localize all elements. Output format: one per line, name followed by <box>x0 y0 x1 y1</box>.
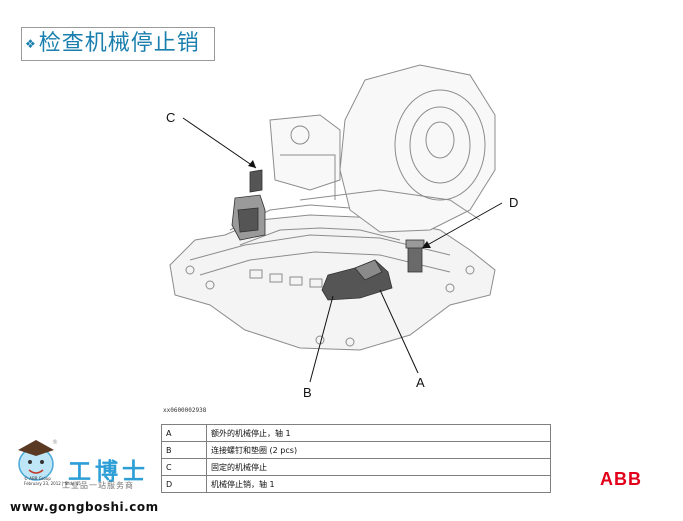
slide-title: 检查机械停止销 <box>38 31 200 56</box>
legend-key: D <box>161 475 207 493</box>
mascot-logo-icon <box>18 440 54 481</box>
callout-leader-b <box>309 295 334 383</box>
callout-leader-c <box>182 117 257 169</box>
copyright: © ABB Group February 23, 2012 | Slide 45 <box>24 476 81 486</box>
robot-base-diagram: C D B A <box>166 64 518 400</box>
table-row: B 连接螺钉和垫圈 (2 pcs) <box>161 441 551 459</box>
logo-subtitle: 工业品一站服务商 <box>62 481 134 490</box>
callout-label-b: B <box>303 385 312 400</box>
table-row: C 固定的机械停止 <box>161 458 551 476</box>
logo-text: 工博士 <box>68 458 149 485</box>
legend-key: A <box>161 424 207 442</box>
copyright-line: February 23, 2012 | Slide 45 <box>24 481 81 486</box>
legend-key: B <box>161 441 207 459</box>
figure-id: xx0600002938 <box>163 407 207 414</box>
callout-leader-a <box>379 289 419 374</box>
copyright-line: © ABB Group <box>24 476 51 481</box>
table-row: D 机械停止销，轴 1 <box>161 475 551 493</box>
slide-title-box: ❖ 检查机械停止销 <box>21 27 215 61</box>
website-url[interactable]: www.gongboshi.com <box>10 500 159 514</box>
registered-mark: ® <box>52 439 58 446</box>
callout-label-d: D <box>509 195 518 210</box>
legend-text: 额外的机械停止，轴 1 <box>206 424 551 442</box>
legend-key: C <box>161 458 207 476</box>
legend-text: 固定的机械停止 <box>206 458 551 476</box>
callout-label-a: A <box>416 375 425 390</box>
diamond-bullet-icon: ❖ <box>25 37 36 51</box>
legend-text: 连接螺钉和垫圈 (2 pcs) <box>206 441 551 459</box>
callout-leader-d <box>421 202 503 249</box>
legend-text: 机械停止销，轴 1 <box>206 475 551 493</box>
callout-label-c: C <box>166 110 175 125</box>
legend-table: A 额外的机械停止，轴 1 B 连接螺钉和垫圈 (2 pcs) C 固定的机械停… <box>161 424 551 493</box>
abb-logo: ABB <box>600 469 642 489</box>
table-row: A 额外的机械停止，轴 1 <box>161 424 551 442</box>
